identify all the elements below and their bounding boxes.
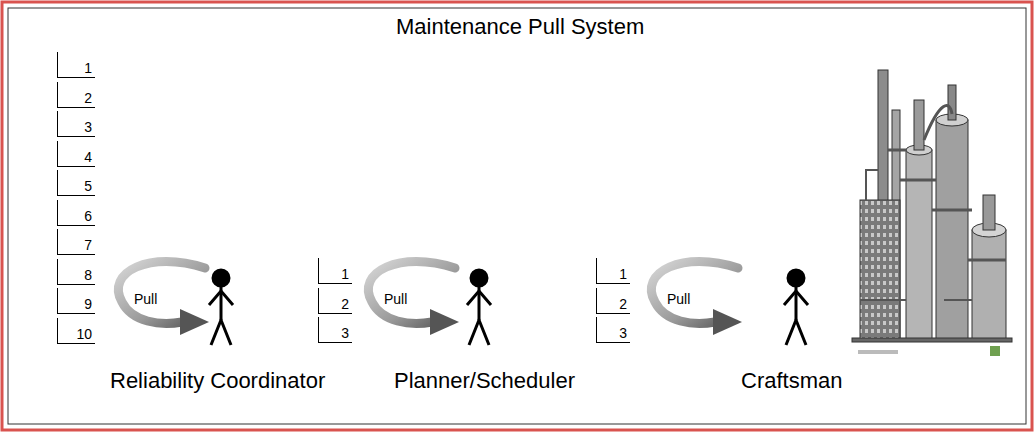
pull-label: Pull: [667, 291, 690, 307]
list-slot-number: 9: [57, 288, 95, 314]
stick-figure: [784, 270, 808, 345]
list-slot-number: 1: [57, 52, 95, 78]
list-slot-number: 1: [318, 258, 352, 284]
list-slot-number: 5: [57, 170, 95, 196]
role-label: Planner/Scheduler: [394, 368, 575, 393]
list-slot-number: 4: [57, 141, 95, 167]
stick-figure: [209, 270, 233, 345]
list-slot-number: 3: [57, 111, 95, 137]
role-label: Craftsman: [741, 368, 842, 393]
list-slot-number: 3: [318, 317, 352, 343]
role-label: Reliability Coordinator: [110, 368, 325, 393]
pull-arrow: [651, 262, 742, 336]
pull-label: Pull: [134, 291, 157, 307]
list-slot-number: 2: [596, 288, 630, 314]
list-slot-number: 7: [57, 229, 95, 255]
list-slot-number: 10: [57, 318, 95, 344]
inner-frame: [8, 8, 1026, 424]
list-slot-number: 3: [596, 317, 630, 343]
stick-figure: [467, 270, 491, 345]
list-slot-number: 6: [57, 200, 95, 226]
list-slot-number: 2: [318, 288, 352, 314]
list-slot-number: 8: [57, 259, 95, 285]
pull-arrow: [118, 262, 209, 336]
list-slot-number: 1: [596, 258, 630, 284]
list-slot-number: 2: [57, 82, 95, 108]
pull-label: Pull: [384, 291, 407, 307]
refinery-illustration: [852, 70, 1012, 356]
pull-arrow: [368, 262, 459, 336]
diagram-title: Maintenance Pull System: [396, 14, 644, 39]
